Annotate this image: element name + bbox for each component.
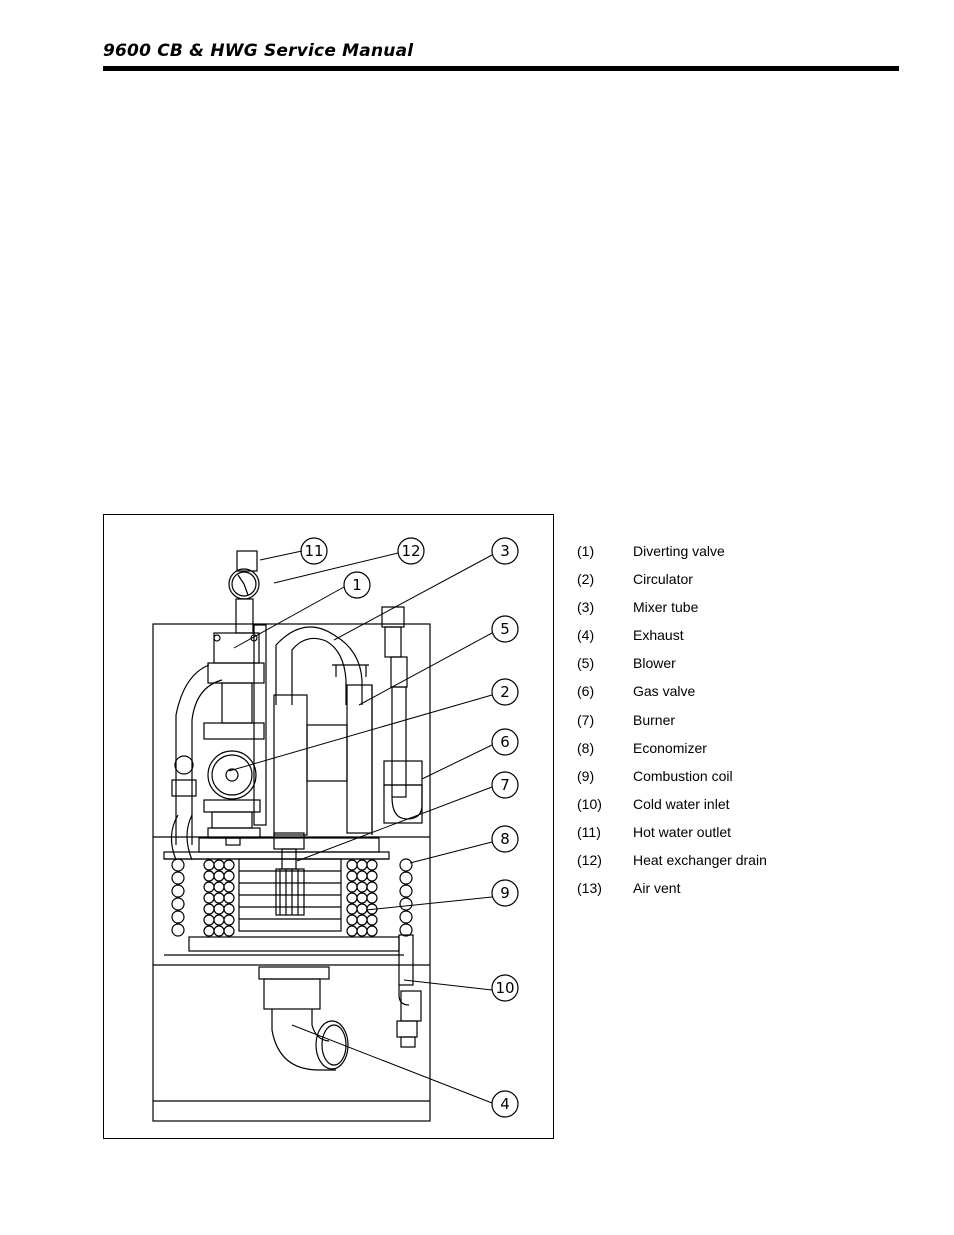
svg-text:11: 11 bbox=[304, 542, 323, 560]
svg-text:9: 9 bbox=[500, 884, 510, 902]
legend-item: (3) Mixer tube bbox=[577, 599, 767, 627]
supply-pipe bbox=[170, 664, 223, 861]
svg-text:7: 7 bbox=[500, 776, 510, 794]
legend-label: Air vent bbox=[633, 880, 681, 897]
legend-number: (13) bbox=[577, 880, 602, 897]
callout-2: 2 bbox=[491, 678, 519, 706]
legend-number: (7) bbox=[577, 711, 595, 728]
legend-number: (6) bbox=[577, 683, 595, 700]
legend-label: Blower bbox=[633, 655, 676, 672]
mixer-tube bbox=[275, 626, 369, 705]
legend-item: (10) Cold water inlet bbox=[577, 796, 767, 824]
legend-label: Exhaust bbox=[633, 627, 684, 644]
callout-9: 9 bbox=[491, 879, 519, 907]
svg-text:12: 12 bbox=[401, 542, 420, 560]
legend-item: (1) Diverting valve bbox=[577, 543, 767, 571]
vent-pipe bbox=[253, 624, 267, 826]
legend-number: (4) bbox=[577, 627, 595, 644]
legend-label: Combustion coil bbox=[633, 767, 733, 784]
legend-item: (11) Hot water outlet bbox=[577, 824, 767, 852]
blower-housing bbox=[273, 684, 373, 836]
gas-valve bbox=[381, 606, 423, 824]
legend-number: (1) bbox=[577, 543, 595, 559]
legend-label: Mixer tube bbox=[633, 599, 699, 616]
svg-text:10: 10 bbox=[495, 979, 514, 997]
legend-label: Circulator bbox=[633, 571, 693, 588]
cabinet bbox=[152, 623, 431, 1122]
legend-number: (8) bbox=[577, 739, 595, 756]
callout-11: 11 bbox=[300, 537, 328, 565]
legend-number: (10) bbox=[577, 795, 602, 812]
svg-text:2: 2 bbox=[500, 683, 510, 701]
burner bbox=[273, 832, 305, 916]
boiler-diagram-figure: 11 12 3 1 5 2 6 7 bbox=[103, 514, 554, 1139]
economizer-coil bbox=[171, 858, 413, 937]
svg-text:6: 6 bbox=[500, 733, 510, 751]
callout-1: 1 bbox=[343, 571, 371, 599]
legend-label: Gas valve bbox=[633, 683, 696, 700]
legend-item: (9) Combustion coil bbox=[577, 768, 767, 796]
legend-label: Economizer bbox=[633, 739, 707, 756]
legend-number: (9) bbox=[577, 767, 595, 784]
legend-number: (5) bbox=[577, 655, 595, 672]
legend-label: Diverting valve bbox=[633, 543, 725, 559]
header-rule bbox=[103, 66, 899, 71]
parts-legend: (1) Diverting valve (2) Circulator (3) Mixe… bbox=[577, 543, 767, 908]
page-header-title: 9600 CB & HWG Service Manual bbox=[103, 41, 414, 61]
cold-water-inlet bbox=[396, 934, 422, 1048]
exhaust-elbow bbox=[258, 966, 349, 1071]
legend-number: (2) bbox=[577, 571, 595, 588]
legend-item: (8) Economizer bbox=[577, 740, 767, 768]
legend-label: Hot water outlet bbox=[633, 823, 732, 840]
callout-8: 8 bbox=[491, 825, 519, 853]
legend-item: (7) Burner bbox=[577, 712, 767, 740]
legend-label: Burner bbox=[633, 711, 676, 728]
legend-item: (4) Exhaust bbox=[577, 627, 767, 655]
combustion-coil-right bbox=[346, 859, 378, 937]
svg-text:5: 5 bbox=[500, 620, 510, 638]
callout-4: 4 bbox=[491, 1090, 519, 1118]
callout-12: 12 bbox=[397, 537, 425, 565]
circulator-pump bbox=[203, 750, 261, 846]
legend-label: Cold water inlet bbox=[633, 795, 730, 812]
legend-label: Heat exchanger drain bbox=[633, 852, 767, 869]
callout-10: 10 bbox=[491, 974, 519, 1002]
legend-item: (13) Air vent bbox=[577, 880, 767, 908]
svg-text:8: 8 bbox=[500, 830, 510, 848]
callout-3: 3 bbox=[491, 537, 519, 565]
callout-6: 6 bbox=[491, 728, 519, 756]
legend-number: (12) bbox=[577, 852, 602, 869]
pressure-gauge bbox=[228, 550, 260, 634]
svg-text:4: 4 bbox=[500, 1095, 510, 1113]
combustion-chamber bbox=[238, 858, 342, 932]
callout-7: 7 bbox=[491, 771, 519, 799]
heat-exchanger-bottom bbox=[164, 936, 404, 956]
svg-text:3: 3 bbox=[500, 542, 510, 560]
svg-text:1: 1 bbox=[352, 576, 362, 594]
legend-number: (3) bbox=[577, 599, 595, 616]
legend-number: (11) bbox=[577, 823, 601, 840]
legend-item: (2) Circulator bbox=[577, 571, 767, 599]
combustion-coil-left bbox=[203, 859, 235, 937]
leader-lines bbox=[228, 550, 493, 1104]
boiler-diagram: 11 12 3 1 5 2 6 7 bbox=[152, 537, 519, 1122]
diverting-valve bbox=[203, 632, 265, 740]
callout-5: 5 bbox=[491, 615, 519, 643]
legend-item: (12) Heat exchanger drain bbox=[577, 852, 767, 880]
legend-item: (6) Gas valve bbox=[577, 683, 767, 711]
legend-item: (5) Blower bbox=[577, 655, 767, 683]
